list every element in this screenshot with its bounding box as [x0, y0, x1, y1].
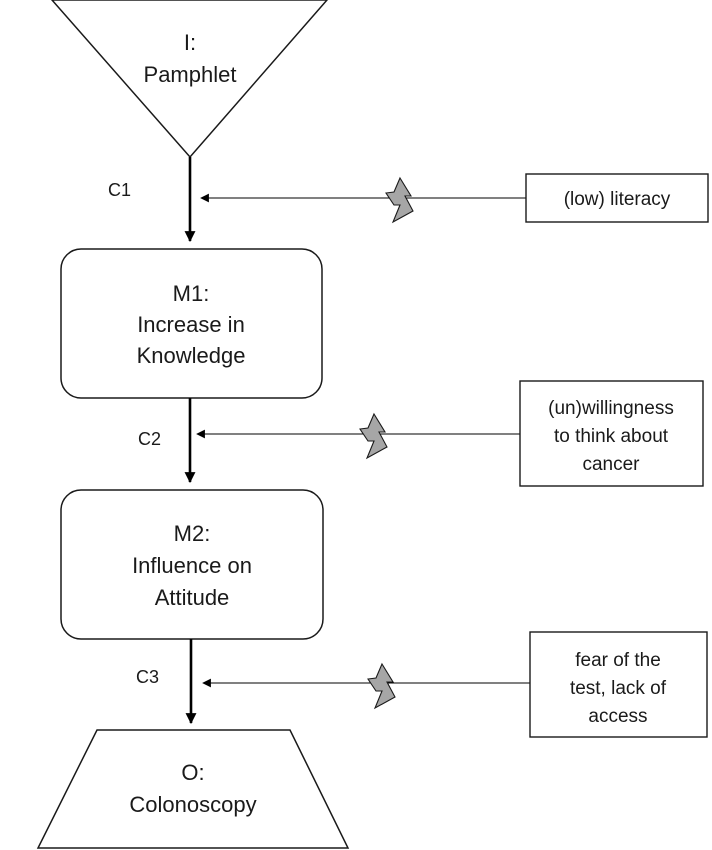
mechanism2-label-line-3: Attitude [155, 585, 230, 610]
intervention-node: I: Pamphlet [51, 0, 328, 159]
context-box-fear-access: fear of the test, lack of access [529, 631, 708, 738]
lightning-bolt-icon [359, 412, 388, 460]
intervention-shape [51, 0, 328, 159]
context-willingness-line-3: cancer [582, 454, 640, 475]
lightning-bolt-icon [385, 176, 414, 224]
mechanism1-node: M1: Increase in Knowledge [60, 248, 323, 399]
outcome-node: O: Colonoscopy [36, 729, 350, 849]
context-box-willingness-frame [519, 380, 704, 487]
context-box-fear-access-frame [529, 631, 708, 738]
context-willingness-line-2: to think about [554, 426, 669, 447]
intervention-label-line-2: Pamphlet [144, 62, 237, 87]
context-fear-access-line-1: fear of the [575, 650, 661, 671]
mechanism2-label-line-1: M2: [174, 521, 211, 546]
mechanism1-label-line-3: Knowledge [137, 343, 246, 368]
context-fear-access-line-3: access [588, 706, 647, 727]
context-box-literacy-frame [525, 173, 709, 223]
intervention-label-line-1: I: [184, 30, 196, 55]
mechanism2-label-line-2: Influence on [132, 553, 252, 578]
mechanism1-box [60, 248, 323, 399]
context-box-willingness: (un)willingness to think about cancer [519, 380, 704, 487]
edge-label-c3: C3 [136, 667, 159, 687]
lightning-bolt-icon [367, 662, 396, 710]
context-willingness-line-1: (un)willingness [548, 398, 674, 419]
context-literacy-line-1: (low) literacy [564, 189, 671, 210]
mechanism1-label-line-1: M1: [173, 281, 210, 306]
context-fear-access-line-2: test, lack of [570, 678, 667, 699]
context-box-literacy: (low) literacy [525, 173, 709, 223]
outcome-shape [36, 729, 350, 849]
edge-label-c2: C2 [138, 429, 161, 449]
edge-label-c1: C1 [108, 180, 131, 200]
mechanism2-node: M2: Influence on Attitude [60, 489, 324, 640]
outcome-label-line-2: Colonoscopy [129, 792, 256, 817]
mechanism1-label-line-2: Increase in [137, 312, 245, 337]
outcome-label-line-1: O: [181, 760, 204, 785]
